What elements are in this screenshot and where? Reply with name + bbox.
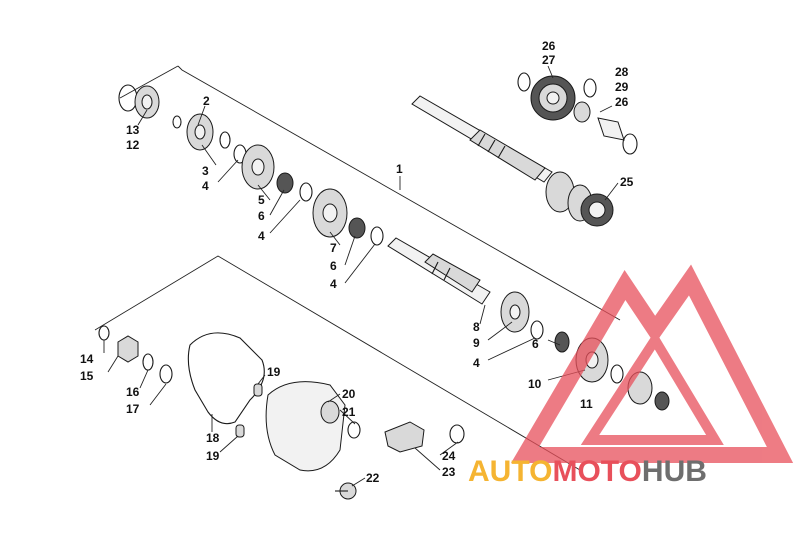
watermark-hub: HUB xyxy=(642,455,707,488)
callout-labels: 26 27 28 29 26 2 13 12 3 4 1 5 6 4 25 7 … xyxy=(80,39,634,485)
label-25: 25 xyxy=(620,175,634,189)
label-9: 9 xyxy=(473,336,480,350)
lower-nut-stack xyxy=(98,325,173,384)
label-10: 10 xyxy=(528,377,542,391)
label-29: 29 xyxy=(615,80,629,94)
label-24: 24 xyxy=(442,449,456,463)
label-17: 17 xyxy=(126,402,140,416)
label-21: 21 xyxy=(342,405,356,419)
label-8: 8 xyxy=(473,320,480,334)
watermark-text: AUTOMOTOHUB xyxy=(468,455,707,488)
washer-26-top xyxy=(517,72,531,92)
label-20: 20 xyxy=(342,387,356,401)
label-2: 2 xyxy=(203,94,210,108)
label-19b: 19 xyxy=(206,449,220,463)
leader-lines xyxy=(103,65,619,487)
label-6b: 6 xyxy=(330,259,337,273)
label-4b: 4 xyxy=(258,229,265,243)
speed-sensor xyxy=(384,421,465,453)
gear-3-hub xyxy=(172,113,247,164)
label-16: 16 xyxy=(126,385,140,399)
output-shaft xyxy=(411,95,614,227)
watermark-auto: AUTO xyxy=(468,455,552,488)
hub-9 xyxy=(500,291,570,353)
label-22: 22 xyxy=(366,471,380,485)
label-4c: 4 xyxy=(330,277,337,291)
label-15: 15 xyxy=(80,369,94,383)
label-12: 12 xyxy=(126,138,140,152)
label-11: 11 xyxy=(580,397,593,411)
label-1: 1 xyxy=(396,162,403,176)
label-26b: 26 xyxy=(615,95,629,109)
label-7: 7 xyxy=(330,241,337,255)
gear-12-stack xyxy=(118,84,160,119)
cover-20 xyxy=(265,381,361,472)
label-3: 3 xyxy=(202,164,209,178)
label-27: 27 xyxy=(542,53,556,67)
label-14: 14 xyxy=(80,352,94,366)
input-shaft xyxy=(387,237,491,305)
label-5: 5 xyxy=(258,193,265,207)
bushing-28-29 xyxy=(573,78,638,155)
assembly-bracket-lower xyxy=(94,255,581,471)
label-13: 13 xyxy=(126,123,140,137)
bolt-22 xyxy=(335,482,357,500)
label-19a: 19 xyxy=(267,365,281,379)
label-18: 18 xyxy=(206,431,220,445)
label-6a: 6 xyxy=(258,209,265,223)
label-4d: 4 xyxy=(473,356,480,370)
watermark-logo xyxy=(511,264,794,463)
label-6c: 6 xyxy=(532,337,539,351)
label-26a: 26 xyxy=(542,39,556,53)
assembly-bracket-upper xyxy=(119,65,621,321)
gear-7 xyxy=(312,188,384,246)
cover-gasket xyxy=(187,332,265,425)
gear-5 xyxy=(241,144,313,202)
dowel-19-top xyxy=(253,383,263,397)
label-23: 23 xyxy=(442,465,456,479)
gear-27 xyxy=(530,75,576,121)
label-4a: 4 xyxy=(202,179,209,193)
label-28: 28 xyxy=(615,65,629,79)
dowel-19-bottom xyxy=(235,424,245,438)
watermark-moto: MOTO xyxy=(552,455,641,488)
